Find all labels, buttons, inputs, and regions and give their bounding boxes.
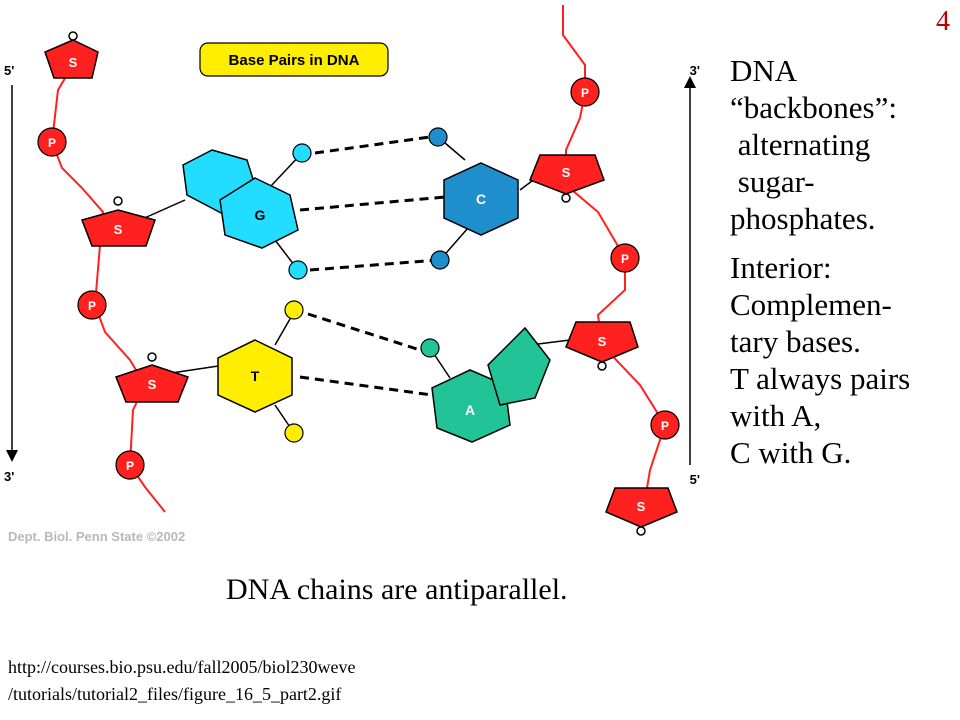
source-url-line-1: http://courses.bio.psu.edu/fall2005/biol…: [8, 657, 356, 677]
guanine-label: G: [255, 207, 266, 223]
left-strand-bottom-label: 3': [4, 469, 14, 484]
sugar-label: S: [148, 377, 157, 392]
interior-line-2: Complemen-: [730, 287, 892, 322]
phosphate-label: P: [661, 419, 669, 433]
adenine-base: A: [420, 326, 551, 443]
sugar-left-3: S: [115, 352, 189, 403]
backbone-line-1: DNA: [730, 53, 798, 88]
source-url-line-2: /tutorials/tutorial2_files/figure_16_5_p…: [8, 684, 342, 704]
sugar-label: S: [114, 222, 123, 237]
sugar-left-2: S: [81, 196, 156, 247]
phosphate-right-2: P: [610, 243, 640, 273]
right-strand-arrow: [684, 76, 696, 465]
slide-number: 4: [936, 6, 950, 37]
left-strand-top-label: 5': [4, 63, 14, 78]
right-strand-bottom-label: 5': [690, 472, 700, 487]
backbone-line-2: “backbones”:: [730, 90, 897, 125]
sugar-right-3: S: [605, 487, 678, 536]
figure-title: Base Pairs in DNA: [229, 52, 360, 69]
phosphate-label: P: [48, 136, 56, 150]
source-url: http://courses.bio.psu.edu/fall2005/biol…: [8, 654, 355, 708]
sugar-label: S: [637, 499, 646, 514]
side-explanation: DNA “backbones”: alternating sugar- phos…: [730, 52, 955, 471]
backbone-line-4: sugar-: [730, 164, 815, 199]
phosphate-right-1: P: [570, 77, 600, 107]
left-backbone-line: [50, 64, 166, 513]
spacer: [730, 237, 955, 249]
interior-line-4: T always pairs: [730, 361, 911, 396]
sugar-label: S: [598, 334, 607, 349]
interior-line-3: tary bases.: [730, 324, 861, 359]
guanine-base: G: [182, 143, 312, 280]
right-strand-top-label: 3': [690, 63, 700, 78]
phosphate-left-1: P: [37, 127, 67, 157]
backbone-line-5: phosphates.: [730, 201, 876, 236]
interior-line-6: C with G.: [730, 435, 852, 470]
sugar-label: S: [69, 55, 78, 70]
phosphate-label: P: [581, 86, 589, 100]
sugar-label: S: [562, 165, 571, 180]
interior-line-1: Interior:: [730, 250, 832, 285]
left-strand-arrow: [6, 85, 18, 462]
hydrogen-bonds: [299, 135, 446, 397]
phosphate-label: P: [621, 252, 629, 266]
cytosine-label: C: [476, 191, 486, 207]
figure-title-box: Base Pairs in DNA: [199, 42, 389, 77]
dna-base-pairs-diagram: 5' 3' 3' 5' Base Pairs in DNA S P S P S: [4, 5, 700, 544]
adenine-label: A: [465, 402, 475, 418]
phosphate-right-3: P: [650, 410, 680, 440]
figure-caption: DNA chains are antiparallel.: [226, 573, 568, 606]
phosphate-left-3: P: [115, 450, 145, 480]
figure-credit: Dept. Biol. Penn State ©2002: [8, 529, 185, 544]
sugar-right-1: S: [529, 154, 605, 203]
thymine-base: T: [217, 300, 304, 443]
interior-line-5: with A,: [730, 398, 822, 433]
left-connector-guanine: [139, 199, 186, 221]
phosphate-left-2: P: [77, 290, 107, 320]
thymine-label: T: [251, 368, 260, 384]
sugar-right-2: S: [565, 321, 639, 371]
phosphate-label: P: [88, 299, 96, 313]
backbone-line-3: alternating: [730, 127, 871, 162]
phosphate-label: P: [126, 459, 134, 473]
sugar-left-1: S: [44, 31, 99, 79]
cytosine-base: C: [428, 127, 519, 270]
